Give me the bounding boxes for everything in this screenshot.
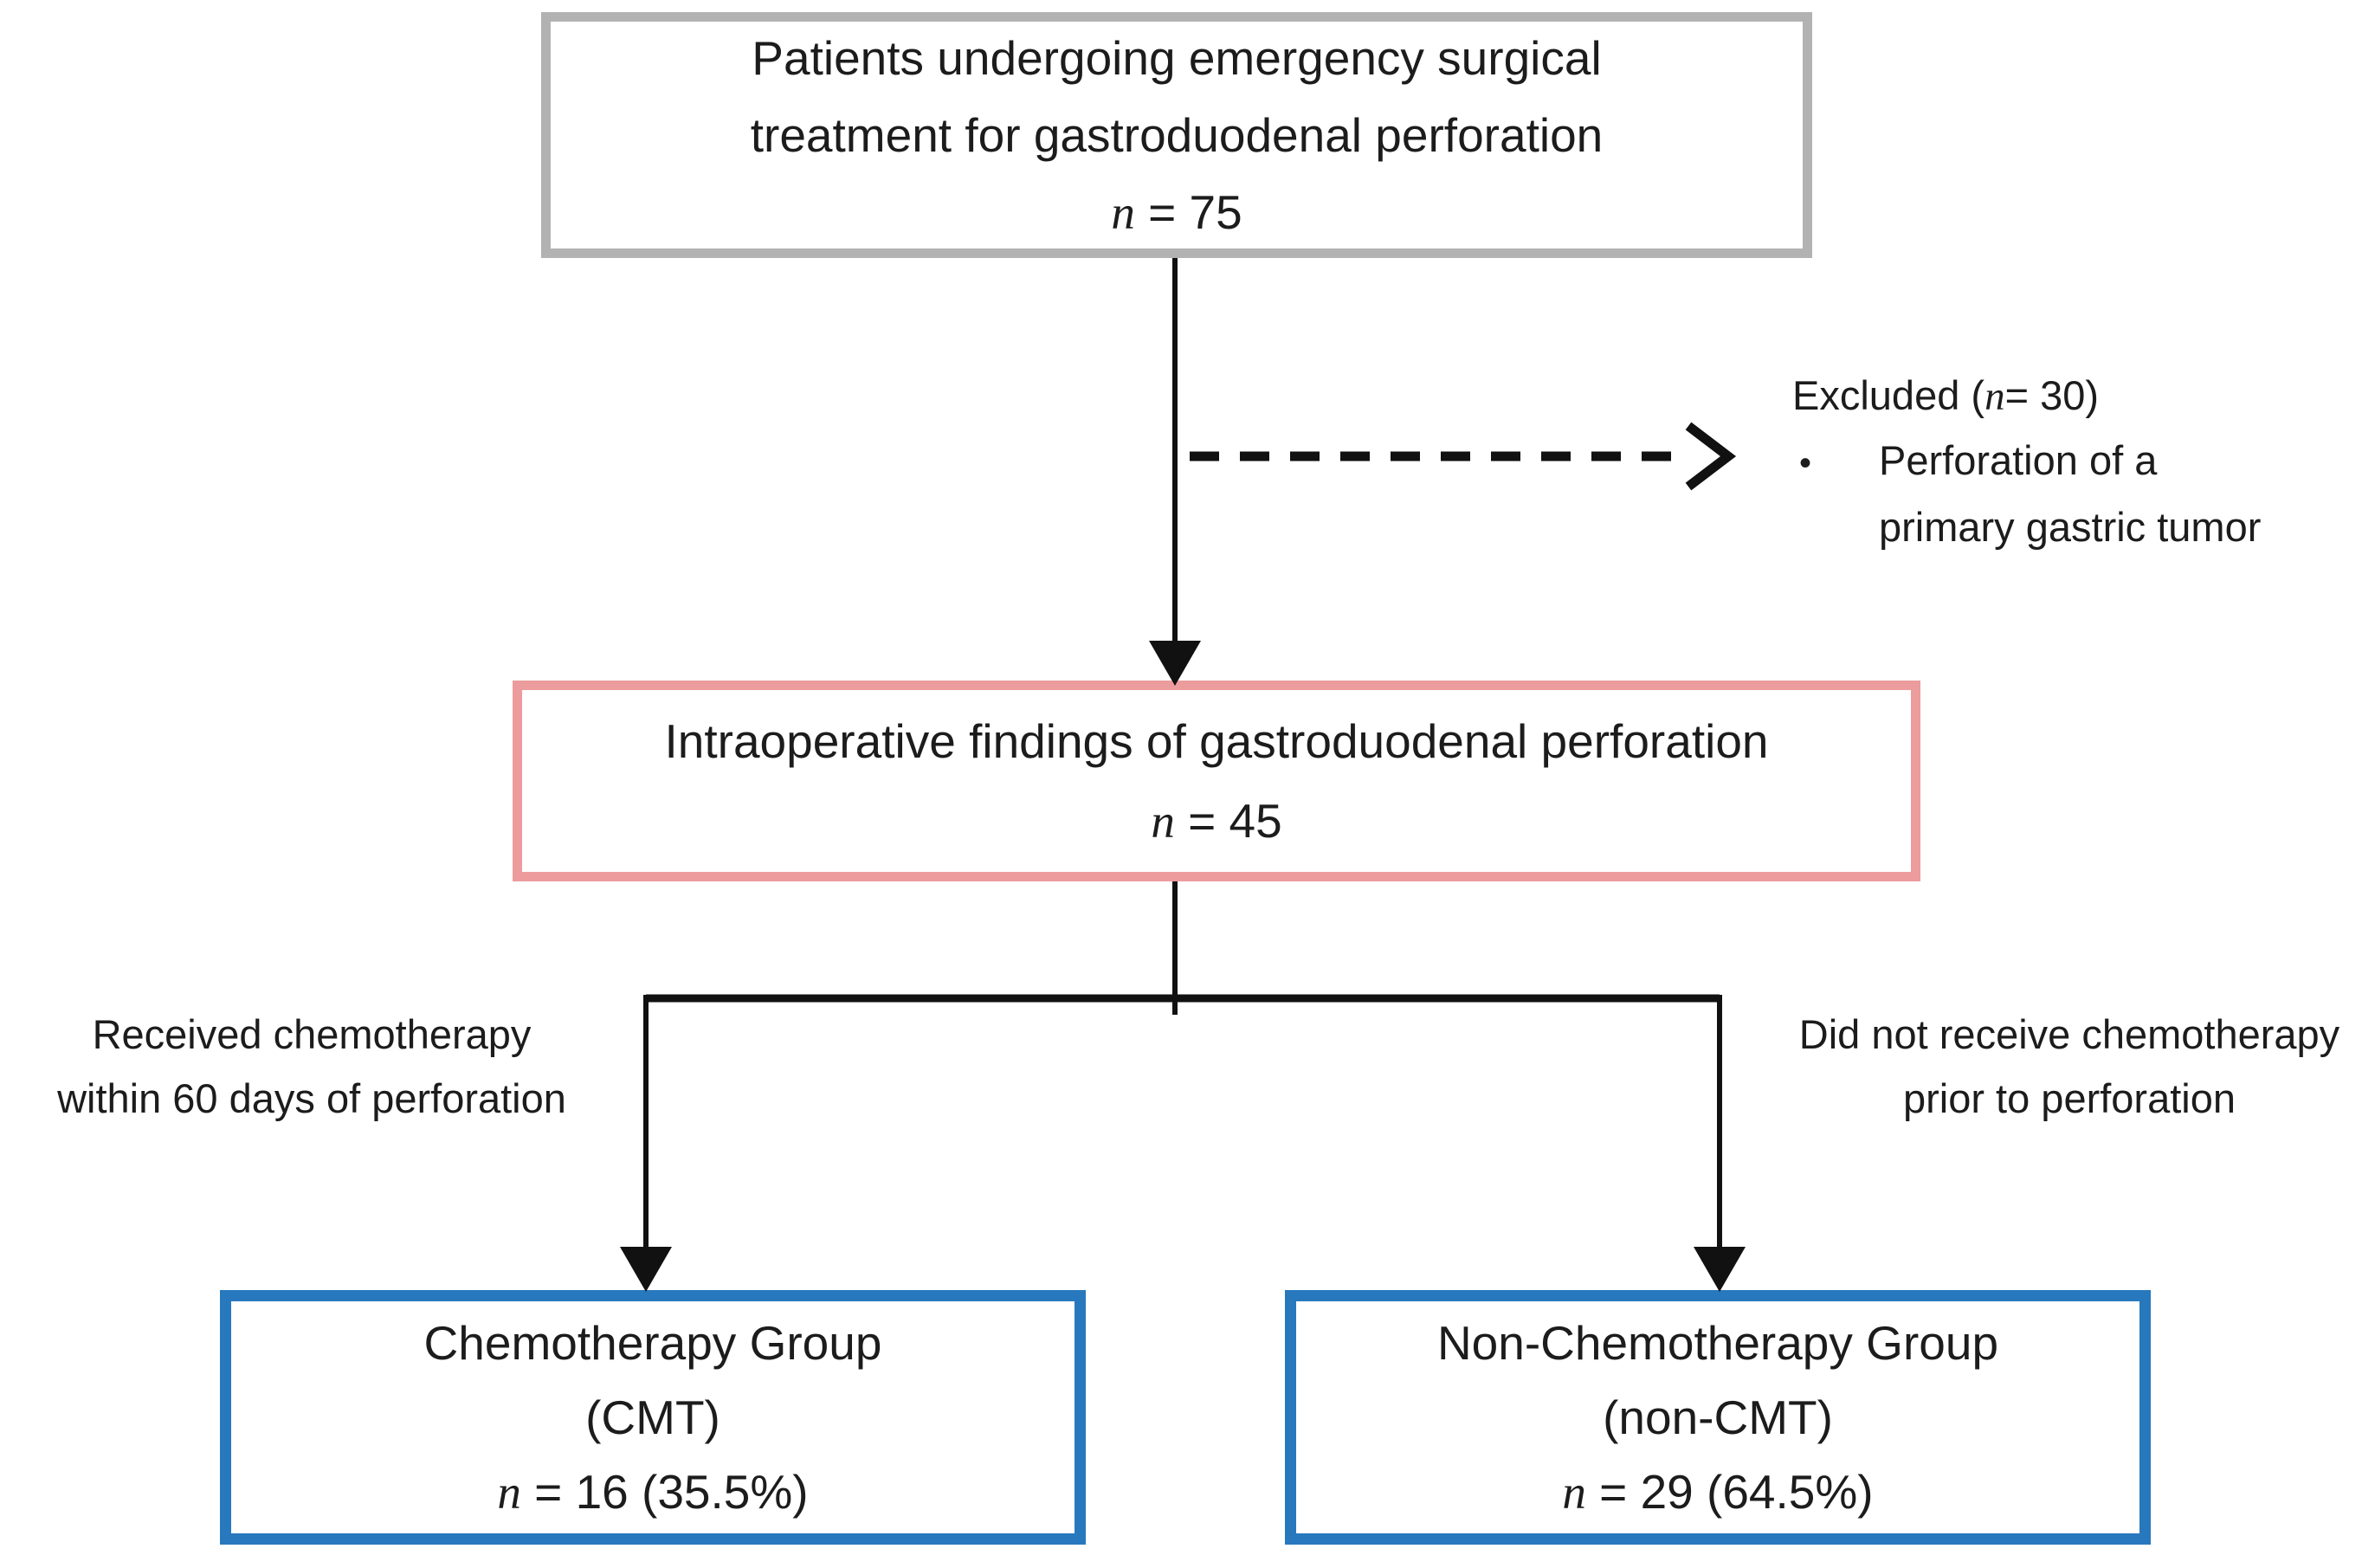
excluded-title-pre: Excluded (	[1792, 372, 1985, 418]
non-chemotherapy-group-box: Non-Chemotherapy Group (non-CMT) n = 29 …	[1285, 1290, 2151, 1545]
excluded-title: Excluded (n = 30)	[1792, 364, 2346, 429]
excluded-title-post: = 30)	[2004, 372, 2099, 418]
right-branch-label: Did not receive chemotherapy prior to pe…	[1766, 1003, 2362, 1131]
n-symbol: n	[1562, 1465, 1586, 1519]
left-branch-label: Received chemotherapy within 60 days of …	[9, 1003, 615, 1131]
top-box-line2: treatment for gastroduodenal perforation	[750, 107, 1604, 162]
top-box-line1: Patients undergoing emergency surgical	[752, 30, 1602, 85]
right-branch-label-line2: prior to perforation	[1902, 1075, 2236, 1121]
n-symbol: n	[1151, 794, 1175, 848]
left-branch-label-line2: within 60 days of perforation	[57, 1075, 566, 1121]
excluded-item-line2: primary gastric tumor	[1879, 504, 2262, 550]
top-to-mid-arrowhead-icon	[1149, 641, 1201, 686]
right-branch-arrowhead-icon	[1694, 1247, 1746, 1292]
intraoperative-box-count: n = 45	[1151, 781, 1281, 861]
right-branch-label-line1: Did not receive chemotherapy	[1798, 1011, 2340, 1057]
chemotherapy-group-count: n = 16 (35.5%)	[497, 1455, 808, 1530]
left-branch-arrowhead-icon	[620, 1247, 672, 1292]
exclusion-arrowhead-icon	[1685, 422, 1737, 491]
excluded-item-line1: Perforation of a	[1879, 437, 2158, 483]
n-symbol: n	[497, 1465, 521, 1519]
n-symbol: n	[1984, 374, 2005, 419]
chemotherapy-group-box: Chemotherapy Group (CMT) n = 16 (35.5%)	[220, 1290, 1086, 1545]
top-box: Patients undergoing emergency surgical t…	[541, 12, 1812, 258]
non-chemotherapy-group-line2: (non-CMT)	[1603, 1390, 1833, 1444]
bullet-icon: •	[1799, 444, 1812, 482]
n-value: = 16 (35.5%)	[520, 1464, 809, 1519]
n-value: = 75	[1134, 184, 1242, 239]
non-chemotherapy-group-count: n = 29 (64.5%)	[1562, 1455, 1873, 1530]
n-value: = 29 (64.5%)	[1585, 1464, 1874, 1519]
intraoperative-box: Intraoperative findings of gastroduodena…	[513, 681, 1920, 881]
chemotherapy-group-line1: Chemotherapy Group	[423, 1315, 882, 1370]
non-chemotherapy-group-line1: Non-Chemotherapy Group	[1436, 1315, 1999, 1370]
chemotherapy-group-line2: (CMT)	[585, 1390, 720, 1444]
excluded-item: • Perforation of a	[1792, 429, 2346, 495]
n-symbol: n	[1111, 185, 1135, 239]
excluded-annotation: Excluded (n = 30) • Perforation of a pri…	[1792, 364, 2346, 558]
intraoperative-box-line1: Intraoperative findings of gastroduodena…	[664, 713, 1769, 768]
left-branch-label-line1: Received chemotherapy	[92, 1011, 532, 1057]
n-value: = 45	[1174, 793, 1282, 848]
top-box-count: n = 75	[1111, 174, 1242, 251]
